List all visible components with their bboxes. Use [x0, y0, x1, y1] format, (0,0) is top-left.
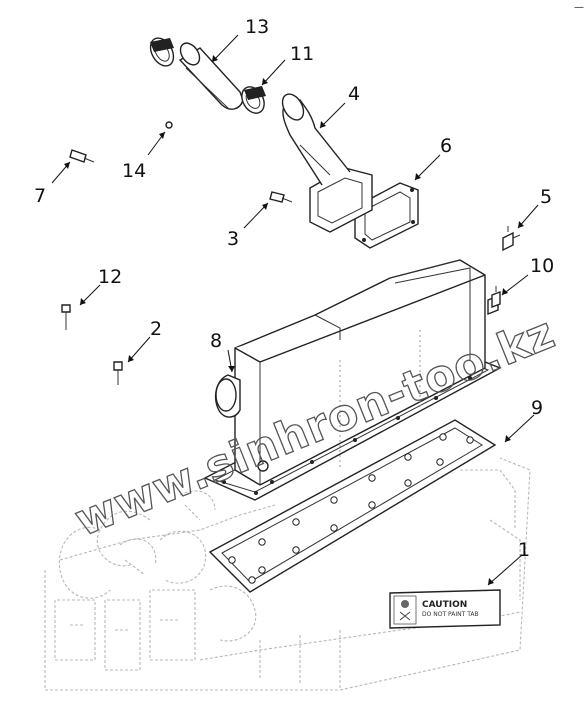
hose-clamp-lower [241, 86, 266, 114]
callout-13: 13 [245, 16, 269, 38]
gasket-lower [208, 419, 497, 593]
callout-8: 8 [210, 330, 222, 352]
corner-mark: — [574, 2, 584, 13]
callout-11: 11 [290, 43, 314, 65]
bolt-7 [69, 149, 95, 163]
callout-12: 12 [98, 266, 122, 288]
callout-10: 10 [530, 255, 554, 277]
bolt-3 [269, 191, 293, 203]
callout-5: 5 [540, 186, 552, 208]
callout-2: 2 [150, 318, 162, 340]
caution-title: CAUTION [422, 600, 467, 610]
callout-9: 9 [531, 397, 543, 419]
caution-subtitle: DO NOT PAINT TAB [422, 611, 479, 618]
callout-4: 4 [348, 83, 360, 105]
intake-manifold [203, 259, 502, 501]
engine-block [44, 457, 531, 691]
hose-clamp-upper [149, 37, 175, 67]
leader-lines [51, 34, 539, 586]
connecting-hose [178, 42, 244, 110]
callout-14: 14 [122, 160, 146, 182]
fitting-5 [502, 226, 521, 252]
callout-7: 7 [34, 185, 46, 207]
callout-numbers: 13 11 4 14 7 6 3 5 12 10 2 8 9 1 [34, 16, 554, 561]
bolt-12 [61, 304, 71, 330]
transition-elbow [281, 93, 373, 233]
callout-3: 3 [227, 228, 239, 250]
callout-1: 1 [518, 539, 530, 561]
fitting-10 [491, 286, 501, 309]
callout-6: 6 [440, 135, 452, 157]
bolt-14 [165, 121, 173, 129]
caution-label: CAUTION DO NOT PAINT TAB [389, 589, 501, 629]
bolt-2 [113, 361, 123, 385]
